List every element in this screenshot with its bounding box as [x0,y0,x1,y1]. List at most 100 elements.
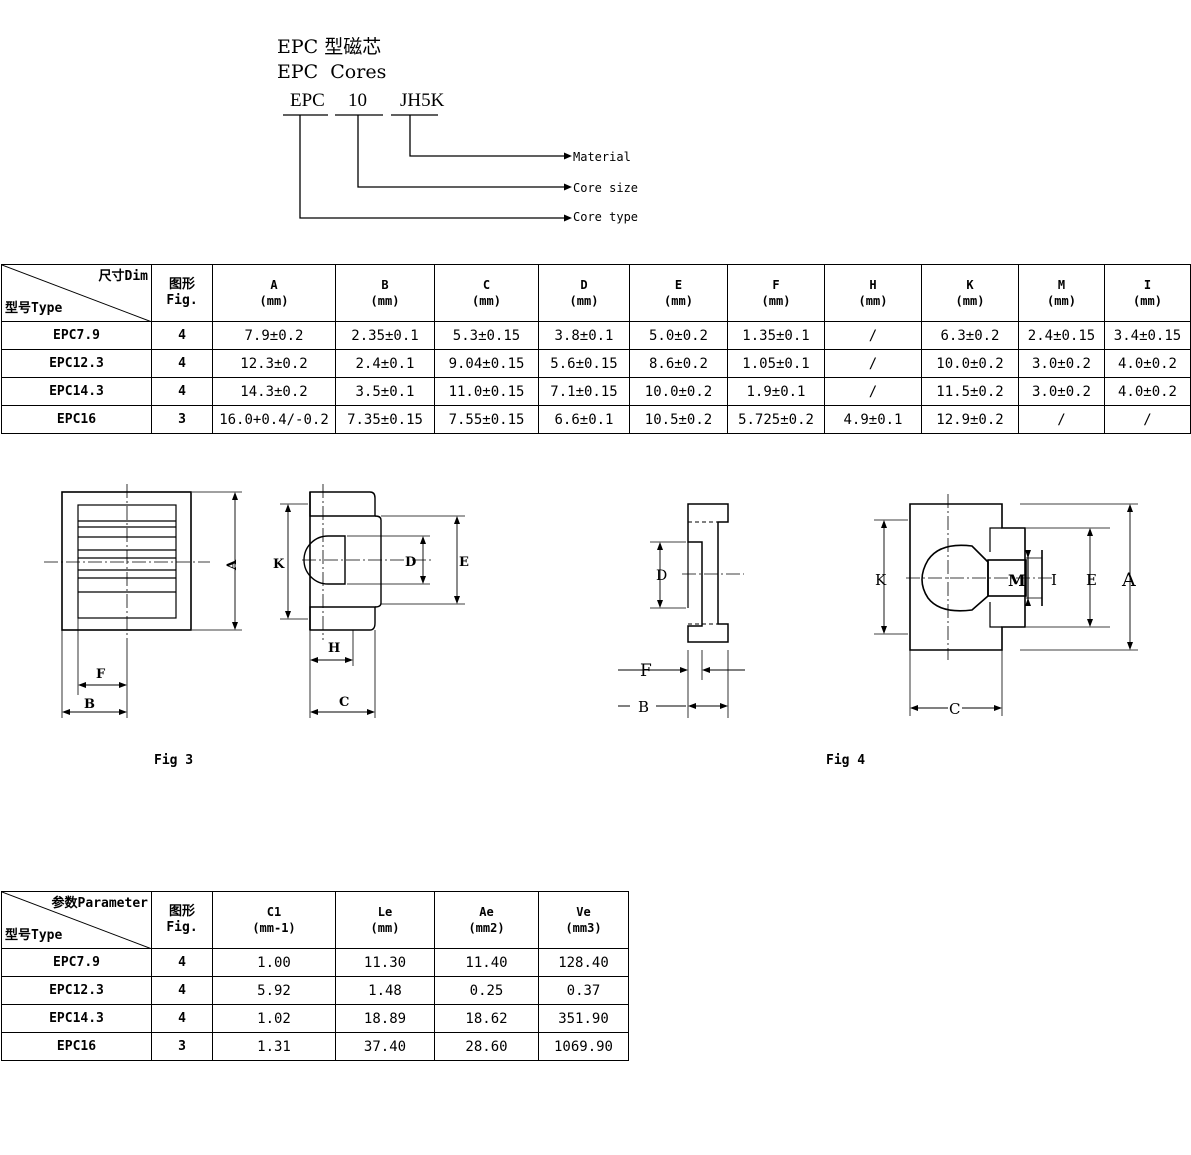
column-name: F [772,278,780,292]
row-fig: 4 [151,1004,213,1033]
corner-diagonal [2,892,150,948]
table-cell: 28.60 [434,1032,539,1061]
column-unit: (mm) [370,921,400,935]
row-fig: 4 [151,321,213,350]
table-cell: / [824,377,922,406]
column-header-f: F (mm) [727,264,825,322]
fig-header: 图形 Fig. [151,264,213,322]
table-cell: 3.8±0.1 [538,321,630,350]
row-fig: 4 [151,948,213,977]
row-model: EPC14.3 [1,377,152,406]
legend-material: Material [573,150,631,164]
table-cell: 11.40 [434,948,539,977]
column-unit: (mm) [955,294,985,308]
table-cell: 9.04±0.15 [434,349,539,378]
table-cell: 0.37 [538,976,629,1005]
table-cell: 10.0±0.2 [921,349,1019,378]
table-cell: 1.31 [212,1032,336,1061]
table-cell: 11.0±0.15 [434,377,539,406]
title-chinese: EPC 型磁芯 [277,36,382,58]
table-cell: 1069.90 [538,1032,629,1061]
table-cell: 18.62 [434,1004,539,1033]
column-unit: (mm) [858,294,888,308]
table-cell: 351.90 [538,1004,629,1033]
dimension-table: 尺寸Dim 型号Type 图形 Fig. A(mm)B(mm)C(mm)D(mm… [1,264,1191,434]
fig-header-en: Fig. [166,920,198,935]
table-cell: 5.3±0.15 [434,321,539,350]
code-part-material: JH5K [400,90,445,111]
parameter-corner-header: 参数Parameter 型号Type [1,891,152,949]
fig4-label-a: A [1121,569,1136,591]
column-unit: (mm-1) [252,921,296,935]
fig-header-cn: 图形 [168,277,195,292]
corner-diagonal [2,265,150,321]
table-cell: 3.0±0.2 [1018,377,1105,406]
column-name: Le [377,905,393,919]
table-cell: 0.25 [434,976,539,1005]
fig4-drawing: D F B K M I E A C [618,494,1138,718]
fig3-label-a: A [225,559,240,571]
code-part-size: 10 [348,90,367,111]
column-name: C1 [266,905,282,919]
fig-header-cn: 图形 [168,904,195,919]
column-name: B [381,278,389,292]
row-model: EPC7.9 [1,948,152,977]
fig3-front-outer [61,491,192,631]
table-cell: 2.4±0.1 [335,349,435,378]
table-cell: / [824,349,922,378]
fig3-label-f: F [96,667,106,682]
fig4-side-profile [687,503,729,643]
column-name: H [869,278,877,292]
table-cell: 4.9±0.1 [824,405,922,434]
row-model: EPC16 [1,1032,152,1061]
column-header-m: M(mm) [1018,264,1105,322]
table-cell: 5.92 [212,976,336,1005]
fig4-front-outer [909,503,1026,651]
fig3-label-d: D [405,555,416,570]
fig3-side-bottom-flange [309,606,376,631]
table-cell: 1.9±0.1 [727,377,825,406]
column-unit: (mm2) [468,921,505,935]
column-header-h: H (mm) [824,264,922,322]
table-cell: 10.5±0.2 [629,405,728,434]
code-part-type: EPC [290,90,325,111]
column-unit: (mm) [472,294,501,308]
fig4-center-post [921,544,989,612]
column-header-ve: Ve(mm3) [538,891,629,949]
table-cell: 3.0±0.2 [1018,349,1105,378]
table-cell: 1.35±0.1 [727,321,825,350]
column-unit: (mm) [1133,294,1162,308]
table-cell: 1.00 [212,948,336,977]
table-cell: 18.89 [335,1004,435,1033]
column-header-a: A(mm) [212,264,336,322]
column-header-b: B(mm) [335,264,435,322]
table-cell: 128.40 [538,948,629,977]
table-cell: / [1104,405,1191,434]
fig4-label-e: E [1086,571,1097,589]
column-unit: (mm) [761,294,791,308]
table-cell: 5.0±0.2 [629,321,728,350]
column-header-c1: C1 (mm-1) [212,891,336,949]
table-cell: 7.1±0.15 [538,377,630,406]
corner-type-label: 型号Type [5,301,63,316]
column-name: Ve [576,905,591,919]
table-cell: 5.6±0.15 [538,349,630,378]
row-fig: 3 [151,405,213,434]
fig3-center-post [303,535,346,585]
dimension-corner-header: 尺寸Dim 型号Type [1,264,152,322]
row-model: EPC7.9 [1,321,152,350]
column-header-le: Le (mm) [335,891,435,949]
column-header-i: I(mm) [1104,264,1191,322]
parameter-table-header: 参数Parameter 型号Type 图形 Fig. C1 (mm-1) Le (mm… [1,891,629,949]
fig4-label-i: I [1051,571,1057,589]
fig3-label-e: E [459,555,469,570]
fig3-drawing: A K D E F B H C [44,484,469,718]
fig4-caption: Fig 4 [826,753,866,768]
table-cell: 2.35±0.1 [335,321,435,350]
column-name: E [674,278,683,292]
fig4-label-b: B [638,698,649,716]
table-cell: 7.9±0.2 [212,321,336,350]
table-cell: 16.0+0.4/-0.2 [212,405,336,434]
